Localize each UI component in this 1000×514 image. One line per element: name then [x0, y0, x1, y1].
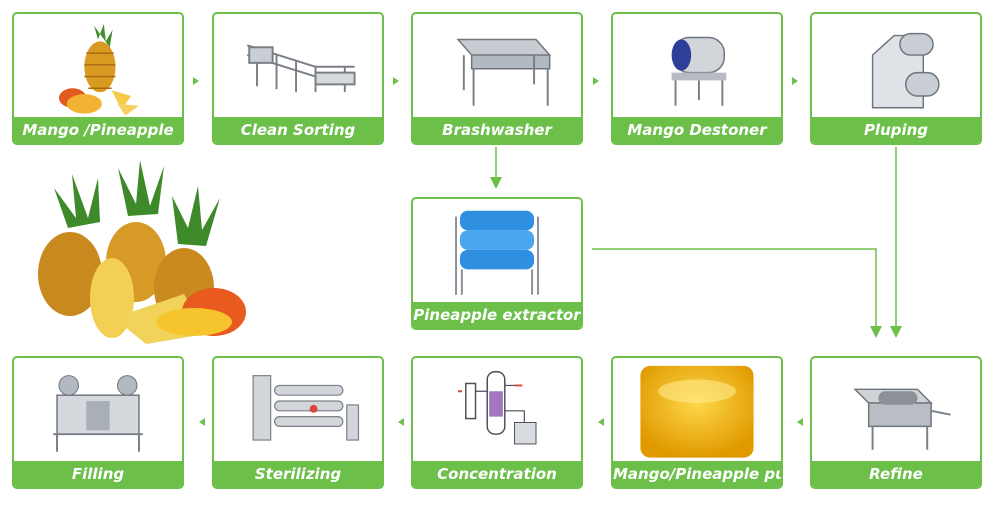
connector-line — [592, 248, 882, 338]
step-brashwasher: Brashwasher — [411, 12, 583, 145]
step-label: Concentration — [413, 461, 581, 487]
step-label: Pluping — [812, 117, 980, 143]
evaporator-icon — [457, 371, 537, 445]
step-pluping: Pluping — [810, 12, 982, 145]
arrow-icon — [797, 418, 803, 426]
destoner-machine-icon — [671, 36, 727, 106]
step-mango-pineapple: Mango /Pineapple — [12, 12, 184, 145]
step-filling: Filling — [12, 356, 184, 489]
step-mango-destoner: Mango Destoner — [611, 12, 783, 145]
step-clean-sorting: Clean Sorting — [212, 12, 384, 145]
fruit-photo — [38, 160, 246, 344]
sterilizer-machine-icon — [252, 375, 360, 441]
step-label: Mango/Pineapple pulp — [613, 461, 781, 487]
arrow-icon — [199, 418, 205, 426]
step-label: Clean Sorting — [214, 117, 382, 143]
step-label: Mango /Pineapple — [14, 117, 182, 143]
arrow-icon — [393, 77, 399, 85]
pulper-machine-icon — [871, 32, 940, 109]
step-pineapple-extractor: Pineapple extractor — [411, 197, 583, 330]
sorting-machine-icon — [246, 44, 356, 93]
washer-machine-icon — [456, 38, 552, 106]
step-label: Filling — [14, 461, 182, 487]
step-mango-pineapple-pulp: Mango/Pineapple pulp — [611, 356, 783, 489]
fruit-icon — [58, 23, 139, 116]
step-refine: Refine — [810, 356, 982, 489]
arrow-icon — [593, 77, 599, 85]
step-label: Refine — [812, 461, 980, 487]
step-label: Pineapple extractor — [413, 302, 581, 328]
arrow-icon — [398, 418, 404, 426]
refiner-machine-icon — [853, 388, 951, 450]
step-label: Brashwasher — [413, 117, 581, 143]
step-label: Sterilizing — [214, 461, 382, 487]
filling-machine-icon — [53, 375, 143, 452]
step-concentration: Concentration — [411, 356, 583, 489]
pulp-photo — [640, 365, 754, 458]
extractor-machine-icon — [455, 210, 539, 295]
arrow-icon — [193, 77, 199, 85]
arrow-icon — [598, 418, 604, 426]
step-sterilizing: Sterilizing — [212, 356, 384, 489]
step-label: Mango Destoner — [613, 117, 781, 143]
arrow-icon — [792, 77, 798, 85]
